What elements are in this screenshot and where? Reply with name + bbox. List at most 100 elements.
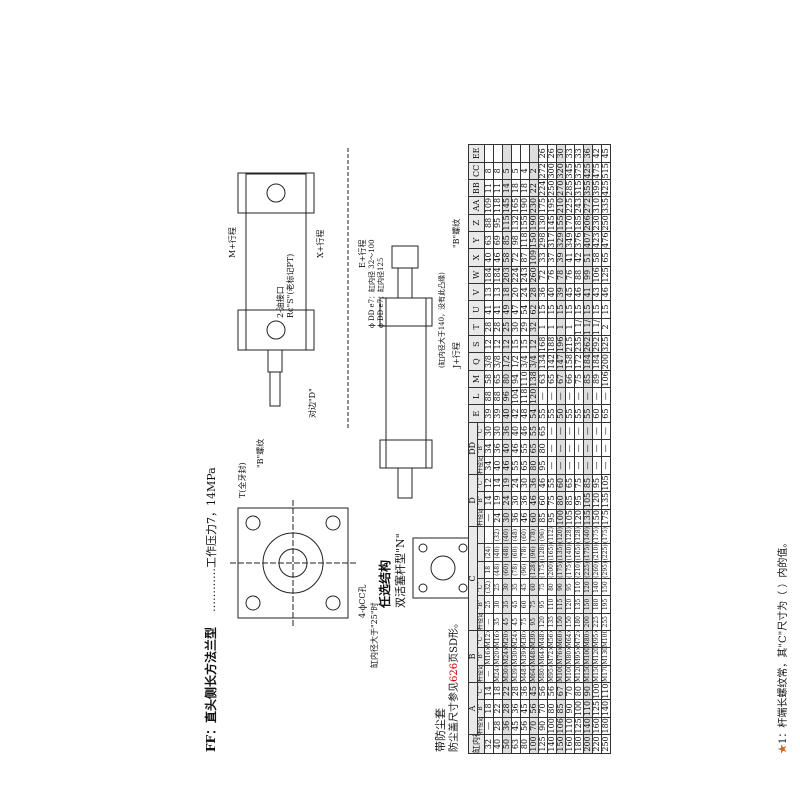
cell-value: 42 [511,404,521,423]
cell-value: 515 [601,162,611,180]
cell-value: 285 [565,179,575,197]
cell-value: 15 [511,335,521,353]
cell-value: 72 [511,248,521,267]
cell-c: 75 [538,578,548,596]
cell-dd: — [547,457,557,475]
cell-a: 18 [493,682,503,700]
cell-a: 90 [583,682,593,700]
port-rc-note: Rc"S"(老标记PT) [286,253,295,318]
cell-c: (60) [511,543,521,562]
stroke-label-m: M+行程 [228,227,237,258]
cell-c: 45 [502,613,512,631]
column-header: M [468,370,485,388]
sub-header [477,526,485,544]
cell-c: (112) [547,526,557,544]
cell-value: 39 [493,404,503,423]
cell-c: (32) [493,526,503,544]
cell-c: (175) [592,526,602,544]
cell-c: 45 [520,578,530,596]
cell-d: 19 [502,474,512,492]
cell-value: 5 [511,162,521,180]
cell-d: 60 [556,474,566,492]
cell-c: 18 [484,561,494,579]
cell-d: 75 [547,491,557,510]
cell-value [502,144,512,163]
cell-a: 100 [574,699,584,718]
cell-value: 65 [601,404,611,423]
cell-value: 425 [601,179,611,197]
cell-value: 33 [538,248,548,267]
bore-cell: 180 [574,734,584,754]
cell-value: 89 [592,370,602,388]
cell-dd: 65 [520,457,530,475]
cell-a: 36 [502,717,512,735]
cell-b: M48×1.5 [538,630,548,648]
cell-dd: 34 [484,439,494,457]
cell-value: 55 [547,404,557,423]
cell-d: 46 [529,491,539,510]
cell-b: M130×2.0 [601,647,611,666]
cell-dd: — [592,457,602,475]
cell-value: 224 [511,266,521,284]
cell-value: 215 [565,335,575,353]
cell-value: 11 [484,179,494,197]
cylinder-drawing [230,148,474,626]
cell-d: 55 [547,474,557,492]
cell-value: 375 [574,162,584,180]
cell-value: 51 [583,248,593,267]
cell-b: M64×2.0 [565,630,575,648]
cell-a: 56 [538,682,548,700]
bore-cell: 140 [547,734,557,754]
cell-value: 118 [520,231,530,249]
cell-c: (48) [493,561,503,579]
cell-value: 13 [484,283,494,301]
cell-value: 155 [520,214,530,232]
cell-value: 310 [592,196,602,215]
cell-b: M150×3.0 [583,665,593,683]
cell-b: M95×2.0 [574,647,584,666]
cell-value [511,144,521,163]
cell-b: M48×1.5 [520,665,530,683]
cell-value: 132 [511,214,521,232]
cell-d: 36 [529,474,539,492]
cell-c: 135 [574,595,584,614]
cell-value: 138 [529,370,539,388]
cell-value: 99 [583,266,593,284]
cell-value: 106 [592,266,602,284]
table-footnote: ★1：杆端长螺纹常，其"C"尺寸为（ ）内的值。 [778,537,789,754]
cell-c: 30 [502,578,512,596]
bore-cell: 150 [556,734,566,754]
cell-value: 14 [502,179,512,197]
cell-dd: — [601,439,611,457]
cell-value: 15 [547,300,557,319]
cell-value: — [592,387,602,405]
cell-dd: — [565,422,575,440]
port-note: 2-油接口 [276,286,285,318]
cell-value: 55 [583,404,593,423]
cell-value: 30 [556,144,566,163]
cell-d: 24 [493,509,503,527]
cell-dd: — [583,422,593,440]
cell-b: M39×1.5 [511,665,521,683]
cell-a: 28 [502,699,512,718]
cell-b: M150×3.0 [592,665,602,683]
cell-c: 150 [556,613,566,631]
cell-a: 106 [556,717,566,735]
cell-value: 45 [601,144,611,163]
cell-value: — [556,387,566,405]
bore-cell: 220 [592,734,602,754]
dd-note-3: (缸内径大于140，没有此凸缘) [438,272,446,368]
cell-value: 42 [592,144,602,163]
cell-value [529,144,539,163]
option-title: 任选结构 [378,559,392,608]
cell-dd: 65 [529,439,539,457]
cell-c: 115 [556,595,566,614]
cell-dd: 40 [502,439,512,457]
cell-a: 80 [574,682,584,700]
cell-c: — [484,613,494,631]
cell-c: 135 [547,613,557,631]
cell-value: 184 [592,352,602,371]
cell-c: 195 [601,595,611,614]
